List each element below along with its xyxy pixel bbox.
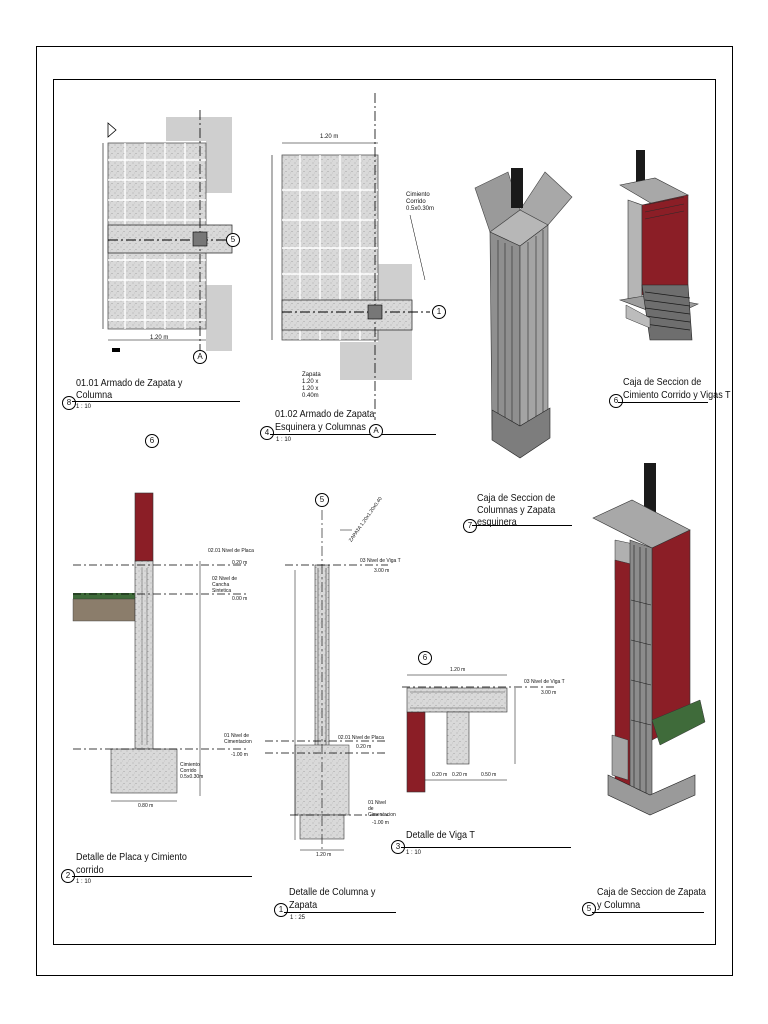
view-title-underline: [72, 401, 240, 402]
zapata-note: Zapata 1.20 x 1.20 x 0.40m: [302, 372, 321, 399]
detail-columna-zapata: [265, 510, 388, 851]
view-title-line2: Cimiento Corrido y Vigas T: [623, 389, 731, 401]
grid-marker-1: 1: [432, 305, 446, 319]
level-label: 02.01 Nivel de Placa: [338, 735, 384, 741]
beam-strip: [281, 299, 413, 331]
view-title-line1: 01.02 Armado de Zapata: [275, 408, 375, 420]
level-value: 3.00 m: [374, 568, 390, 574]
view-scale: 1 : 10: [76, 879, 92, 885]
level-value: -1.00 m: [231, 752, 248, 758]
brick-wall: [134, 492, 154, 562]
cimiento-note: Cimiento Corrido 0.5x0.30m: [406, 192, 435, 212]
adjacent-slab: [206, 285, 232, 351]
iso-cimiento-vigas: [618, 150, 699, 341]
cimiento-note: Cimiento Corrido 0.5x0.30m: [180, 762, 204, 780]
dimension-label: 0.20 m: [432, 772, 448, 778]
t-beam-flange: [406, 687, 508, 713]
level-value: 0.00 m: [232, 596, 248, 602]
view-title-line1: Detalle de Placa y Cimiento: [76, 851, 187, 863]
dimension-label: 1.20 m: [450, 667, 466, 673]
level-label: 01 Nivel de Cimentacion: [368, 800, 396, 818]
sheet-outer-border: [36, 46, 733, 976]
view-scale: 1 : 25: [290, 915, 306, 921]
column-section: [192, 231, 208, 247]
view-scale: 1 : 10: [76, 404, 92, 410]
dimension-label: 1.20 m: [150, 335, 169, 341]
detail-viga-t: [402, 674, 556, 793]
view-scale: 1 : 10: [276, 437, 292, 443]
steel-bars: [511, 168, 523, 208]
view-title-line2: Esquinera y Columnas: [275, 421, 366, 433]
dimension-label: 0.80 m: [138, 803, 154, 809]
view-title-underline: [270, 434, 436, 435]
level-label: 03 Nivel de Viga T: [360, 558, 401, 564]
dimension-label: 0.20 m: [452, 772, 468, 778]
grid-marker-a: A: [193, 350, 207, 364]
view-title-line1: 01.01 Armado de Zapata y: [76, 377, 183, 389]
level-value: 0.20 m: [356, 744, 372, 750]
level-label: 02.01 Nivel de Placa: [208, 548, 254, 554]
view-title-line2: Columnas y Zapata: [477, 504, 556, 516]
view-title-underline: [72, 876, 252, 877]
rebar-cage: [497, 230, 544, 438]
view-title-line1: Detalle de Columna y: [289, 886, 376, 898]
level-label: 03 Nivel de Viga T: [524, 679, 565, 685]
footing-section: [110, 748, 178, 794]
wall-section: [134, 560, 154, 750]
view-title-line1: Caja de Seccion de Zapata: [597, 886, 706, 898]
detail-placa-cimiento: [72, 492, 248, 802]
view-number-7: 7: [463, 519, 477, 533]
dimension-label: 0.50 m: [481, 772, 497, 778]
t-beam-web: [446, 711, 470, 765]
view-title-line1: Caja de Seccion de: [477, 492, 556, 504]
grid-marker-a: A: [369, 424, 383, 438]
rebar-cage: [630, 545, 652, 800]
plan-zapata-columna: [102, 110, 233, 352]
view-number-1: 1: [274, 903, 288, 917]
view-title-line2: corrido: [76, 864, 104, 876]
column-section: [367, 304, 383, 320]
beam-strip: [107, 224, 233, 254]
view-title-underline: [592, 912, 704, 913]
iso-zapata-esquinera: [474, 168, 573, 459]
view-title-line1: Detalle de Viga T: [406, 829, 475, 841]
view-number-6: 6: [609, 394, 623, 408]
grid-marker-6: 6: [145, 434, 159, 448]
adjacent-slab: [166, 117, 232, 141]
view-title-underline: [284, 912, 396, 913]
view-title-line3: esquinera: [477, 516, 517, 528]
brick-wall: [406, 711, 426, 793]
plan-zapata-esquinera: [271, 93, 430, 420]
level-value: -1.00 m: [372, 820, 389, 826]
view-number-4: 4: [260, 426, 274, 440]
iso-zapata-columna: [592, 463, 706, 816]
level-label: 01 Nivel de Cimentacion: [224, 733, 252, 745]
adjacent-slab: [340, 342, 412, 380]
view-title-line2: Columna: [76, 389, 113, 401]
view-title-line2: y Columna: [597, 899, 641, 911]
sheet-inner-border: [53, 79, 716, 945]
level-value: 0.20 m: [232, 560, 248, 566]
view-number-5: 5: [582, 902, 596, 916]
view-title-underline: [472, 525, 572, 526]
grid-marker-5: 5: [315, 493, 329, 507]
dimension-label: 1.20 m: [316, 852, 332, 858]
view-number-8: 8: [62, 396, 76, 410]
view-title-underline: [618, 402, 708, 403]
view-title-line1: Caja de Seccion de: [623, 376, 702, 388]
grid-marker-5: 5: [226, 233, 240, 247]
grid-marker-6: 6: [418, 651, 432, 665]
view-title-underline: [401, 847, 571, 848]
view-scale: 1 : 10: [406, 850, 422, 856]
view-title-line2: Zapata: [289, 899, 318, 911]
adjacent-slab: [206, 141, 232, 193]
dimension-label: 1.20 m: [320, 134, 339, 140]
brick-wall: [641, 194, 689, 296]
level-label: 02 Nivel de Cancha Sintetica: [212, 576, 238, 594]
level-value: 3.00 m: [541, 690, 557, 696]
view-number-2: 2: [61, 869, 75, 883]
